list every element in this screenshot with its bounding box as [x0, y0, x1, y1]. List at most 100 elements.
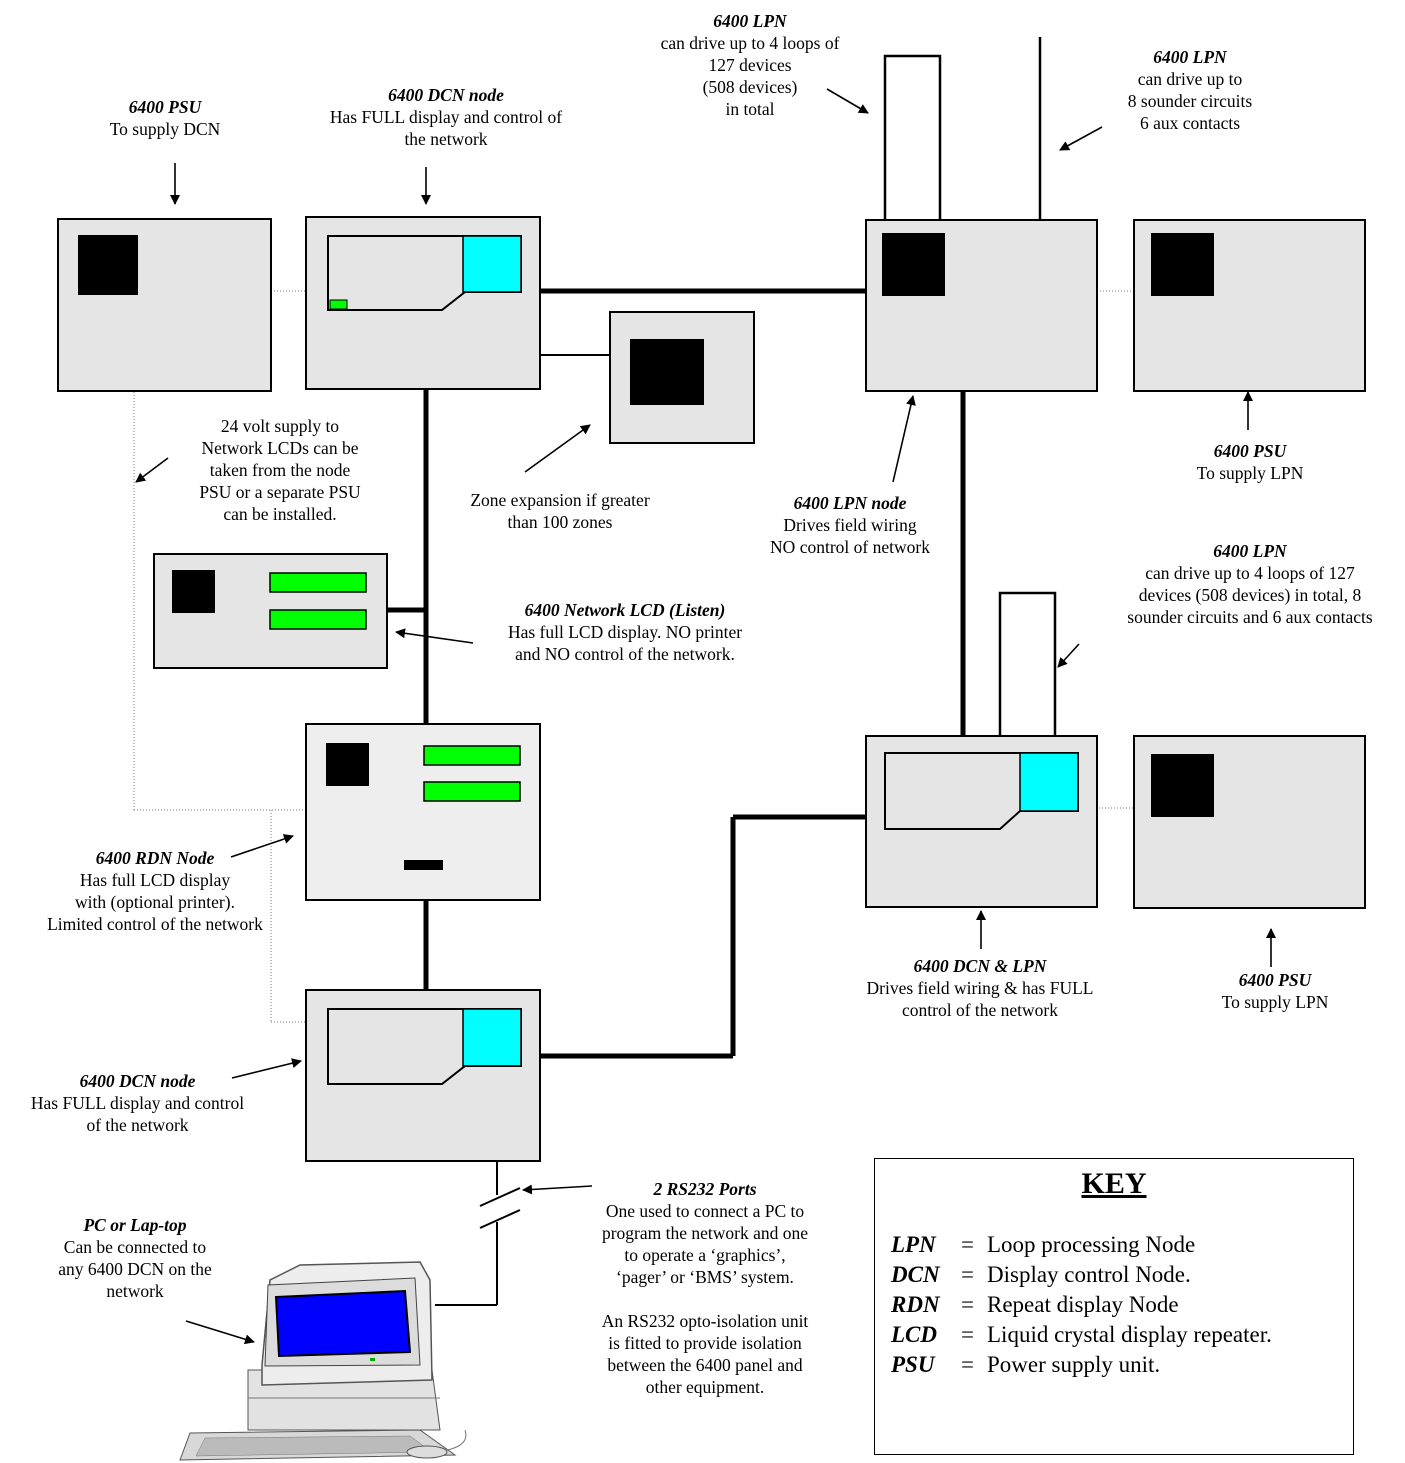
label-line: One used to connect a PC to [605, 1201, 805, 1221]
dcn-lpn-node-panel [865, 735, 1098, 908]
key-row-dcn: DCN = Display control Node. [891, 1261, 1191, 1289]
key-eq: = [961, 1232, 974, 1257]
label-line: To supply LPN [1196, 463, 1304, 483]
label-line: (508 devices) [702, 77, 798, 97]
label-title: 6400 PSU [1238, 970, 1312, 990]
label-line: than 100 zones [507, 512, 613, 532]
label-line: taken from the node [209, 460, 351, 480]
key-eq: = [961, 1322, 974, 1347]
label-line: in total [725, 99, 775, 119]
label-line: and NO control of the network. [515, 644, 735, 664]
psu-lpn-bottom-panel [1133, 735, 1366, 909]
label-line: Drives field wiring [783, 515, 917, 535]
label-network-lcd: 6400 Network LCD (Listen)Has full LCD di… [455, 599, 795, 665]
key-abbr: LPN [891, 1232, 936, 1257]
label-line: Zone expansion if greater [470, 490, 650, 510]
dcn-node-top [305, 216, 541, 390]
key-row-psu: PSU = Power supply unit. [891, 1351, 1160, 1379]
label-line: NO control of network [770, 537, 930, 557]
key-abbr: PSU [891, 1352, 935, 1377]
label-line: with (optional printer). [75, 892, 235, 912]
label-title: 6400 LPN node [793, 493, 907, 513]
key-eq: = [961, 1352, 974, 1377]
label-title: 6400 DCN node [388, 85, 504, 105]
label-title: 6400 PSU [1213, 441, 1287, 461]
key-abbr: RDN [891, 1292, 940, 1317]
label-line: Can be connected to [63, 1237, 207, 1257]
key-abbr: DCN [891, 1262, 940, 1287]
zone-expansion-panel [609, 311, 755, 444]
key-desc: Repeat display Node [987, 1292, 1179, 1317]
label-line: control of the network [902, 1000, 1058, 1020]
label-line: Network LCDs can be [201, 438, 359, 458]
label-line: can drive up to 4 loops of [660, 33, 840, 53]
label-line [560, 1288, 850, 1310]
rdn-node-panel [305, 723, 541, 901]
network-lcd-panel [153, 553, 388, 669]
label-line: To supply DCN [109, 119, 221, 139]
label-line: other equipment. [645, 1377, 765, 1397]
label-line: PSU or a separate PSU [199, 482, 361, 502]
label-title: PC or Lap-top [83, 1215, 187, 1235]
label-line: 8 sounder circuits [1127, 91, 1253, 111]
key-desc: Power supply unit. [987, 1352, 1161, 1377]
key-eq: = [961, 1262, 974, 1287]
label-title: 6400 DCN & LPN [913, 956, 1047, 976]
rs232-connection [435, 1161, 521, 1306]
annotation-arrows [135, 88, 1276, 1345]
key-desc: Loop processing Node [987, 1232, 1196, 1257]
label-title: 2 RS232 Ports [653, 1179, 757, 1199]
label-line: ‘pager’ or ‘BMS’ system. [616, 1267, 794, 1287]
label-line: devices (508 devices) in total, 8 [1138, 585, 1362, 605]
label-line: can drive up to 4 loops of 127 [1145, 563, 1355, 583]
label-line: is fitted to provide isolation [608, 1333, 802, 1353]
label-title: 6400 LPN [713, 11, 787, 31]
label-title: 6400 LPN [1153, 47, 1227, 67]
key-row-rdn: RDN = Repeat display Node [891, 1291, 1179, 1319]
dotted-supply-lines [133, 290, 1134, 1023]
label-line: can be installed. [223, 504, 337, 524]
label-title: 6400 RDN Node [95, 848, 215, 868]
loop-wiring [883, 37, 1057, 746]
label-line: Has full LCD display. NO printer [507, 622, 743, 642]
label-line: Has FULL display and control [30, 1093, 245, 1113]
lpn-node-top [865, 219, 1098, 392]
key-row-lcd: LCD = Liquid crystal display repeater. [891, 1321, 1272, 1349]
label-line: Drives field wiring & has FULL [866, 978, 1094, 998]
label-line: program the network and one [601, 1223, 809, 1243]
label-line: to operate a ‘graphics’, [624, 1245, 786, 1265]
label-line: 6 aux contacts [1139, 113, 1241, 133]
label-line: Has FULL display and control of [329, 107, 563, 127]
label-line: the network [404, 129, 488, 149]
network-wiring [387, 288, 966, 1059]
dcn-node-bottom [305, 989, 541, 1162]
key-abbr: LCD [891, 1322, 937, 1347]
key-desc: Display control Node. [987, 1262, 1191, 1287]
label-line: 127 devices [708, 55, 792, 75]
label-line: To supply LPN [1221, 992, 1329, 1012]
label-line: of the network [86, 1115, 189, 1135]
label-line: sounder circuits and 6 aux contacts [1127, 607, 1373, 627]
label-line: Limited control of the network [47, 914, 263, 934]
key-eq: = [961, 1292, 974, 1317]
label-line: 24 volt supply to [220, 416, 340, 436]
psu-dcn-panel [57, 218, 272, 392]
label-title: 6400 DCN node [79, 1071, 196, 1091]
psu-lpn-top-panel [1133, 219, 1366, 392]
key-desc: Liquid crystal display repeater. [987, 1322, 1272, 1347]
